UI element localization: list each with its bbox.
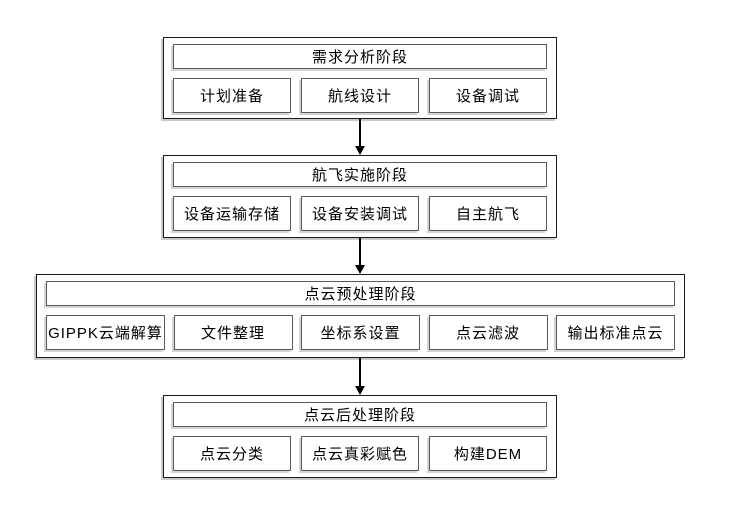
step-pointcloud-classification: 点云分类	[173, 436, 291, 471]
stage-requirements-analysis: 需求分析阶段 计划准备 航线设计 设备调试	[163, 37, 557, 119]
step-pointcloud-truecolor: 点云真彩赋色	[301, 436, 419, 471]
step-route-design: 航线设计	[301, 78, 419, 113]
step-equipment-install-debug: 设备安装调试	[301, 196, 419, 231]
step-file-organization: 文件整理	[173, 315, 293, 350]
step-equipment-transport-storage: 设备运输存储	[173, 196, 291, 231]
stage-title: 点云预处理阶段	[46, 281, 675, 306]
arrow-shaft	[359, 358, 361, 386]
step-build-dem: 构建DEM	[429, 436, 547, 471]
arrow-head-icon	[355, 386, 365, 395]
step-pointcloud-filtering: 点云滤波	[428, 315, 548, 350]
arrow-head-icon	[355, 265, 365, 274]
stage-title: 点云后处理阶段	[173, 402, 547, 427]
step-plan-preparation: 计划准备	[173, 78, 291, 113]
stage-title: 需求分析阶段	[173, 44, 547, 69]
step-gippk-cloud-solution: GIPPK云端解算	[46, 315, 165, 350]
step-row: 点云分类 点云真彩赋色 构建DEM	[173, 436, 547, 471]
flow-arrow-1	[355, 119, 365, 155]
arrow-shaft	[359, 238, 361, 265]
step-row: 设备运输存储 设备安装调试 自主航飞	[173, 196, 547, 231]
step-row: GIPPK云端解算 文件整理 坐标系设置 点云滤波 输出标准点云	[46, 315, 675, 350]
stage-title: 航飞实施阶段	[173, 162, 547, 187]
stage-pointcloud-postprocessing: 点云后处理阶段 点云分类 点云真彩赋色 构建DEM	[163, 395, 557, 478]
step-row: 计划准备 航线设计 设备调试	[173, 78, 547, 113]
stage-flight-implementation: 航飞实施阶段 设备运输存储 设备安装调试 自主航飞	[163, 155, 557, 238]
arrow-head-icon	[355, 146, 365, 155]
flow-arrow-3	[355, 358, 365, 395]
arrow-shaft	[359, 119, 361, 146]
step-coordinate-system-setting: 坐标系设置	[301, 315, 420, 350]
step-equipment-debugging: 设备调试	[429, 78, 547, 113]
step-autonomous-flight: 自主航飞	[429, 196, 547, 231]
flow-arrow-2	[355, 238, 365, 274]
stage-pointcloud-preprocessing: 点云预处理阶段 GIPPK云端解算 文件整理 坐标系设置 点云滤波 输出标准点云	[36, 274, 685, 358]
step-output-standard-pointcloud: 输出标准点云	[556, 315, 675, 350]
